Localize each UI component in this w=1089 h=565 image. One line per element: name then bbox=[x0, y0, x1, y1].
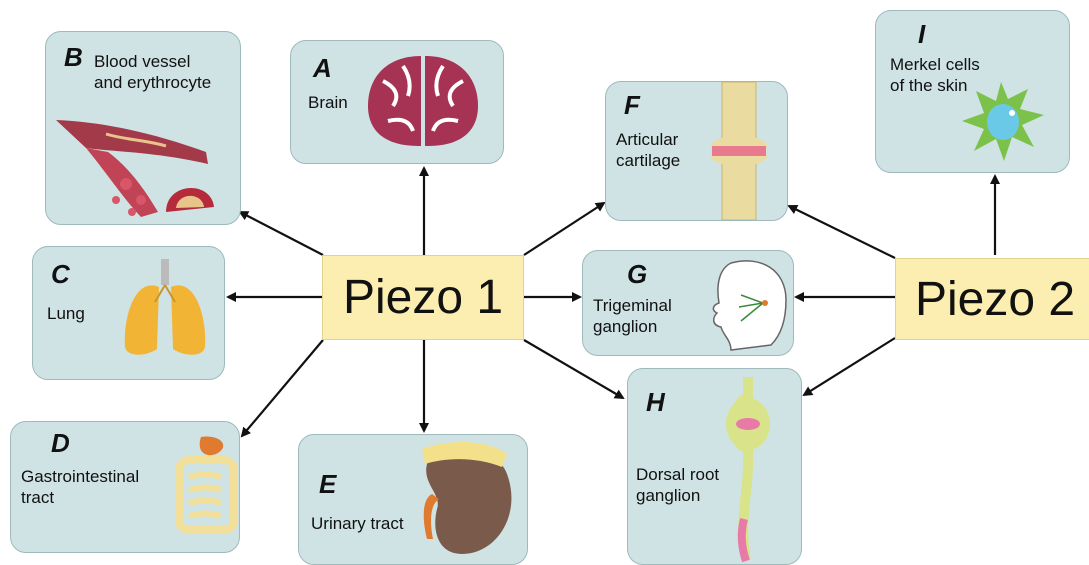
panel-dorsal-root-ganglion: H Dorsal root ganglion bbox=[627, 368, 802, 565]
panel-merkel-cells: I Merkel cells of the skin bbox=[875, 10, 1070, 173]
panel-brain: A Brain bbox=[290, 40, 504, 164]
panel-label: Gastrointestinal tract bbox=[21, 466, 139, 508]
panel-label: Brain bbox=[308, 92, 348, 113]
panel-letter: G bbox=[627, 259, 647, 290]
cartilage-illustration bbox=[704, 82, 774, 220]
panel-blood-vessel: B Blood vessel and erythrocyte bbox=[45, 31, 241, 225]
panel-letter: F bbox=[624, 90, 640, 121]
panel-trigeminal-ganglion: G Trigeminal ganglion bbox=[582, 250, 794, 356]
arrow-piezo2-to-drg bbox=[804, 338, 895, 395]
panel-letter: C bbox=[51, 259, 70, 290]
panel-label: Urinary tract bbox=[311, 513, 404, 534]
piezo2-hub: Piezo 2 bbox=[895, 258, 1089, 340]
arrow-piezo1-to-gi-tract bbox=[242, 340, 323, 436]
panel-letter: H bbox=[646, 387, 665, 418]
panel-gastrointestinal: D Gastrointestinal tract bbox=[10, 421, 240, 553]
arrow-piezo1-to-cartilage bbox=[524, 203, 604, 255]
panel-label: Lung bbox=[47, 303, 85, 324]
panel-label: Blood vessel and erythrocyte bbox=[94, 51, 211, 93]
panel-letter: D bbox=[51, 428, 70, 459]
piezo1-hub: Piezo 1 bbox=[322, 255, 524, 340]
gi-tract-illustration bbox=[171, 432, 241, 542]
panel-label: Dorsal root ganglion bbox=[636, 464, 719, 506]
head-illustration bbox=[701, 255, 791, 355]
kidney-illustration bbox=[407, 439, 527, 564]
arrow-piezo2-to-cartilage bbox=[789, 206, 895, 258]
panel-letter: E bbox=[319, 469, 336, 500]
panel-letter: A bbox=[313, 53, 332, 84]
panel-label: Trigeminal ganglion bbox=[593, 295, 672, 337]
panel-articular-cartilage: F Articular cartilage bbox=[605, 81, 788, 221]
panel-lung: C Lung bbox=[32, 246, 225, 380]
lung-illustration bbox=[115, 257, 215, 367]
panel-letter: I bbox=[918, 19, 925, 50]
panel-letter: B bbox=[64, 42, 83, 73]
brain-illustration bbox=[363, 51, 483, 151]
blood-vessel-illustration bbox=[46, 112, 240, 222]
merkel-cell-illustration bbox=[956, 77, 1051, 167]
arrow-piezo1-to-blood-vessel bbox=[240, 212, 323, 255]
panel-urinary-tract: E Urinary tract bbox=[298, 434, 528, 565]
panel-label: Articular cartilage bbox=[616, 129, 680, 171]
drg-neuron-illustration bbox=[720, 369, 780, 564]
